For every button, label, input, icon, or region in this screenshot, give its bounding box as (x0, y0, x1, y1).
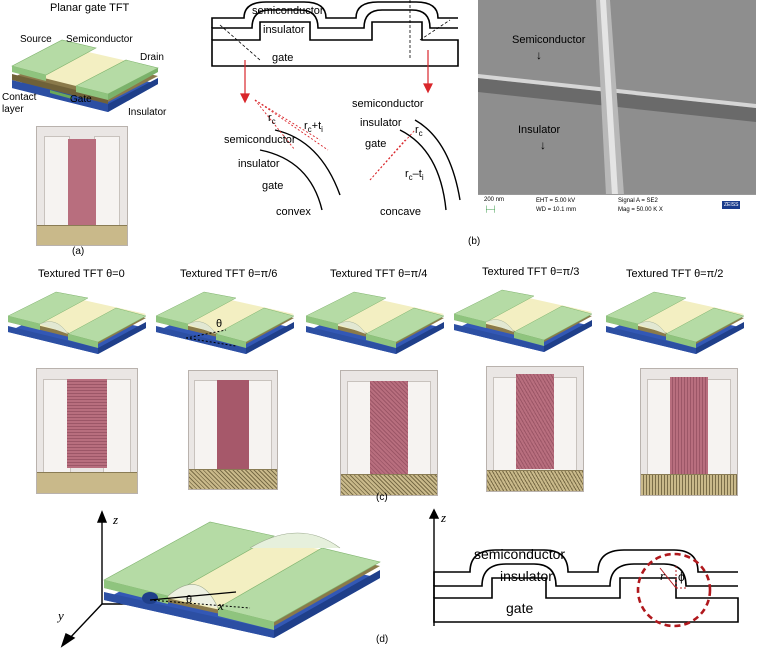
sem-micrograph: Semiconductor ↓ Insulator ↓ 200 nm ├─┤ E… (478, 0, 756, 217)
sem-info-bar: 200 nm ├─┤ EHT = 5.00 kV WD = 10.1 mm Si… (478, 194, 756, 217)
label-d-r: r (660, 568, 666, 583)
caption-a: (a) (72, 246, 85, 257)
label-convex-gate: gate (262, 180, 284, 192)
textured-cross-section-schematic (211, 0, 461, 211)
label-concave-rc-ti: rc–ti (405, 168, 424, 183)
label-concave-caption: concave (380, 206, 421, 218)
label-schem-gate: gate (272, 52, 294, 64)
down-arrow-icon: ↓ (540, 138, 546, 152)
sem-label-insulator: Insulator (518, 124, 561, 136)
axis-z-left: z (113, 512, 119, 527)
caption-c: (c) (376, 492, 388, 503)
label-concave-insulator: insulator (360, 117, 402, 129)
axis-x: x (218, 598, 224, 613)
sem-mag: Mag = 50.00 K X (618, 207, 663, 213)
label-convex-semiconductor: semiconductor (224, 134, 296, 146)
zeiss-logo: ZEISS (722, 201, 741, 209)
label-schem-insulator: insulator (263, 24, 305, 36)
caption-d: (d) (376, 634, 389, 645)
label-schem-semiconductor: semiconductor (252, 5, 324, 17)
label-drain: Drain (140, 52, 164, 63)
sem-wd: WD = 10.1 mm (536, 207, 577, 213)
sem-eht: EHT = 5.00 kV (536, 198, 576, 204)
sem-scale: 200 nm (484, 197, 505, 203)
micrograph-theta-pi4 (340, 370, 438, 496)
down-arrow-icon: ↓ (536, 48, 542, 62)
textured-tft-3d-axes (60, 510, 381, 648)
label-d-gate: gate (506, 600, 534, 616)
title-theta-pi3: Textured TFT θ=π/3 (482, 266, 580, 278)
planar-tft-micrograph (36, 126, 128, 246)
label-concave-semiconductor: semiconductor (352, 98, 424, 110)
theta-label-d: θ (186, 594, 193, 606)
axis-z-right: z (441, 510, 447, 525)
micrograph-theta-pi6 (188, 370, 278, 490)
caption-b: (b) (468, 236, 481, 247)
theta-label-c: θ (216, 318, 223, 330)
label-semiconductor: Semiconductor (66, 34, 133, 45)
micrograph-theta-pi3 (486, 366, 584, 492)
label-d-phi: ϕ (678, 570, 685, 584)
label-convex-caption: convex (276, 206, 311, 218)
label-source: Source (20, 34, 52, 45)
label-concave-rc: rc (415, 124, 423, 139)
title-theta-pi2: Textured TFT θ=π/2 (626, 268, 724, 280)
label-concave-gate: gate (365, 138, 387, 150)
title-theta-pi6: Textured TFT θ=π/6 (180, 268, 278, 280)
sem-signal: Signal A = SE2 (618, 198, 658, 204)
label-insulator: Insulator (128, 107, 167, 118)
cross-section-schematic-d (428, 508, 739, 628)
label-convex-rc-ti: rc+ti (304, 120, 323, 135)
title-theta-0: Textured TFT θ=0 (38, 268, 125, 280)
label-contact-layer: Contact layer (2, 92, 37, 115)
textured-tft-3d-row (7, 289, 745, 355)
label-d-semiconductor: semiconductor (474, 546, 566, 562)
axis-y: y (58, 608, 64, 623)
scale-bar-icon: ├─┤ (484, 207, 497, 213)
planar-tft-3d-illustration (11, 39, 159, 112)
micrograph-theta-pi2 (640, 368, 738, 496)
panel-a-title: Planar gate TFT (50, 2, 130, 14)
label-convex-rc: rc (268, 112, 276, 127)
label-d-insulator: insulator (500, 568, 553, 584)
label-convex-insulator: insulator (238, 158, 280, 170)
label-gate: Gate (70, 94, 92, 105)
sem-label-semiconductor: Semiconductor (512, 34, 586, 46)
title-theta-pi4: Textured TFT θ=π/4 (330, 268, 428, 280)
micrograph-theta-0 (36, 368, 138, 494)
